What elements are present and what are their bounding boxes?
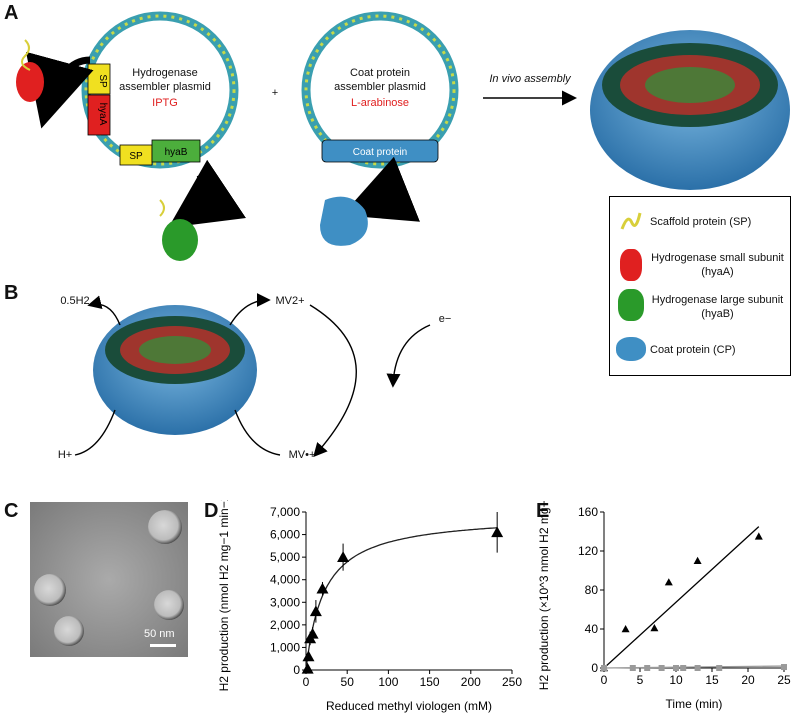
data-point bbox=[673, 665, 679, 671]
data-point bbox=[664, 578, 673, 586]
y-tick-label: 5,000 bbox=[270, 550, 300, 564]
panel-letter-e: E bbox=[536, 500, 550, 522]
data-point bbox=[754, 532, 763, 540]
arrow-to-hyab bbox=[168, 159, 247, 228]
y-tick-label: 120 bbox=[578, 544, 598, 558]
data-point bbox=[309, 605, 322, 617]
fit-curve bbox=[305, 527, 498, 671]
schematic-illustration: SP hyaA SP hyaB Coat protein bbox=[16, 11, 790, 458]
data-point bbox=[621, 625, 630, 633]
gene-hyaa-label: hyaA bbox=[97, 103, 108, 126]
x-tick-label: 250 bbox=[502, 675, 522, 689]
plasmid2-title: Coat protein assembler plasmid bbox=[334, 67, 426, 93]
coat-protein-legend-icon bbox=[616, 337, 646, 361]
x-tick-label: 25 bbox=[777, 673, 791, 687]
data-point bbox=[680, 665, 687, 671]
y-tick-label: 0 bbox=[591, 661, 598, 675]
legend-label-cp: Coat protein (CP) bbox=[650, 344, 736, 356]
mv2-label: MV2+ bbox=[275, 295, 305, 307]
data-point bbox=[337, 551, 350, 562]
data-point bbox=[650, 624, 659, 632]
data-point bbox=[781, 664, 787, 671]
scale-bar bbox=[150, 644, 176, 647]
y-axis-label: H2 production (nmol H2 mg−1 min−1) bbox=[217, 500, 231, 691]
x-tick-label: 0 bbox=[601, 673, 608, 687]
gene-hyab-label: hyaB bbox=[165, 147, 188, 158]
data-point bbox=[306, 627, 319, 639]
fit-line bbox=[603, 526, 760, 669]
data-point bbox=[658, 665, 665, 671]
legend-box: Scaffold protein (SP) Hydrogenase small … bbox=[609, 196, 791, 376]
data-point bbox=[316, 582, 329, 594]
plasmid1-inducer: IPTG bbox=[152, 97, 178, 109]
tem-micrograph: 50 nm bbox=[30, 502, 188, 657]
y-tick-label: 3,000 bbox=[270, 595, 300, 609]
y-tick-label: 6,000 bbox=[270, 528, 300, 542]
data-point bbox=[302, 650, 315, 662]
y-axis-label: H2 production (×10^3 nmol H2 mg−1) bbox=[537, 500, 551, 690]
mv-radical-label: MV•+ bbox=[288, 449, 316, 461]
y-tick-label: 80 bbox=[585, 583, 599, 597]
panel-letter-a: A bbox=[4, 2, 19, 24]
legend-label-hyaa: Hydrogenase small subunit (hyaA) bbox=[651, 252, 784, 278]
plus-sign: + bbox=[271, 87, 279, 99]
hyaa-icon bbox=[620, 249, 642, 281]
x-tick-label: 100 bbox=[378, 675, 398, 689]
x-tick-label: 5 bbox=[637, 673, 644, 687]
x-tick-label: 15 bbox=[705, 673, 719, 687]
y-tick-label: 160 bbox=[578, 505, 598, 519]
legend-label-sp: Scaffold protein (SP) bbox=[650, 216, 752, 228]
data-point bbox=[693, 556, 702, 564]
plasmid1-title: Hydrogenase assembler plasmid bbox=[119, 67, 211, 93]
x-tick-label: 0 bbox=[303, 675, 310, 689]
data-point bbox=[716, 665, 723, 671]
x-tick-label: 50 bbox=[341, 675, 355, 689]
x-tick-label: 20 bbox=[741, 673, 755, 687]
y-tick-label: 40 bbox=[585, 622, 599, 636]
hyab-icon bbox=[618, 289, 644, 321]
panel-letter-d: D bbox=[204, 500, 219, 522]
x-axis-label: Reduced methyl viologen (mM) bbox=[326, 699, 492, 713]
data-point bbox=[301, 662, 314, 674]
hyaa-protein-icon bbox=[16, 39, 44, 102]
data-point bbox=[629, 665, 636, 671]
gene-sp-2-label: SP bbox=[129, 151, 143, 162]
coat-protein-icon bbox=[320, 196, 368, 246]
y-tick-label: 7,000 bbox=[270, 505, 300, 519]
assembled-capsule-b bbox=[93, 305, 257, 435]
electron-label: e− bbox=[438, 313, 452, 325]
plasmid2-inducer: L-arabinose bbox=[350, 97, 410, 109]
y-tick-label: 0 bbox=[293, 663, 300, 677]
y-tick-label: 4,000 bbox=[270, 573, 300, 587]
x-tick-label: 150 bbox=[420, 675, 440, 689]
y-tick-label: 2,000 bbox=[270, 618, 300, 632]
gene-coat-label: Coat protein bbox=[353, 147, 407, 158]
scale-label: 50 nm bbox=[144, 628, 175, 640]
x-tick-label: 10 bbox=[669, 673, 683, 687]
assembly-label: In vivo assembly bbox=[489, 73, 571, 85]
chart-d: 0 50 100 150 200 250 0 1,000 2,000 3,000 4,000 5,00… bbox=[217, 500, 522, 713]
panel-letter-c: C bbox=[4, 500, 19, 522]
panel-letter-b: B bbox=[4, 282, 19, 304]
h2-label: 0.5H2 bbox=[60, 295, 90, 307]
x-tick-label: 200 bbox=[461, 675, 481, 689]
data-point bbox=[491, 526, 504, 538]
hyab-protein-icon bbox=[159, 199, 198, 261]
x-axis-label: Time (min) bbox=[666, 697, 723, 711]
legend-label-hyab: Hydrogenase large subunit (hyaB) bbox=[651, 294, 784, 320]
data-point bbox=[694, 665, 701, 671]
data-point bbox=[644, 665, 651, 671]
data-point bbox=[601, 665, 607, 671]
scaffold-protein-icon bbox=[618, 211, 644, 231]
gene-sp-1-label: SP bbox=[97, 74, 108, 88]
y-tick-label: 1,000 bbox=[270, 640, 300, 654]
proton-label: H+ bbox=[57, 449, 73, 461]
arrow-to-hyaa bbox=[25, 51, 94, 129]
assembled-capsule-a bbox=[590, 30, 790, 190]
